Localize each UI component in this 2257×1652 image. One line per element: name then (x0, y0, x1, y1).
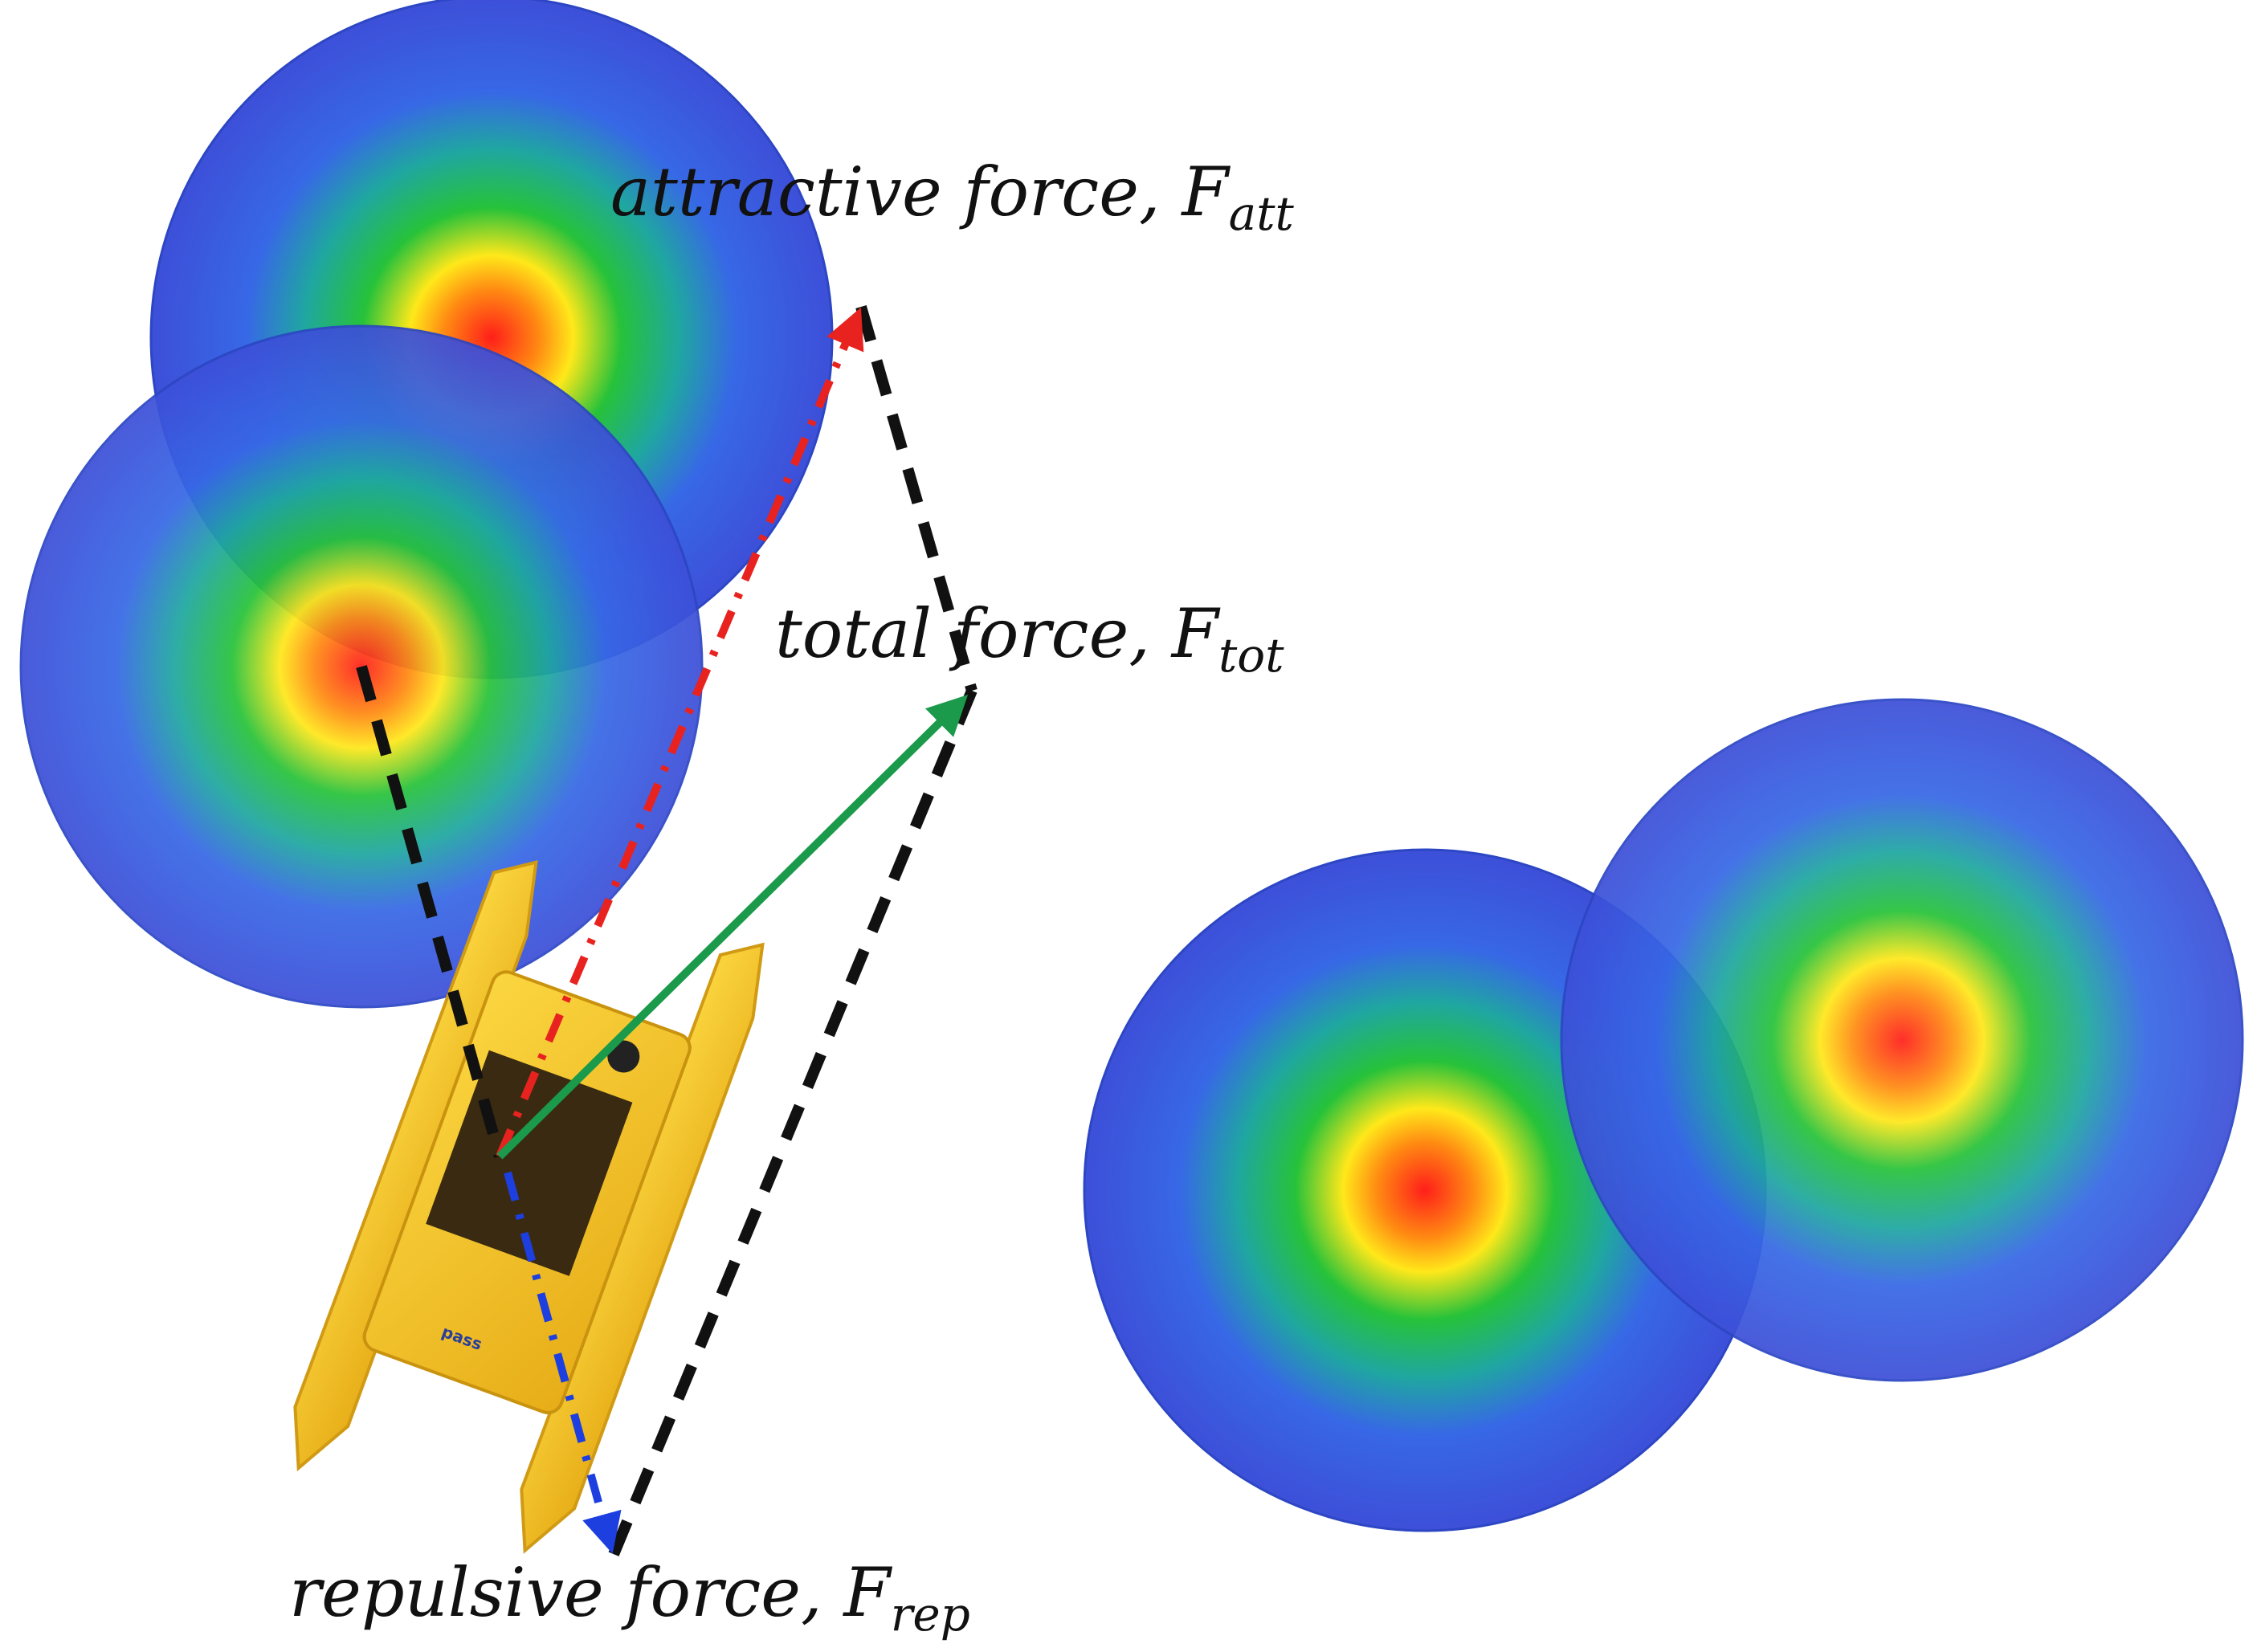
boat-sensor (607, 1040, 640, 1073)
repulsive-force-label-sub: rep (891, 1587, 970, 1642)
boat: pass (293, 860, 765, 1554)
parallelogram-right-top-line (855, 305, 977, 692)
boat-hatch (426, 1050, 633, 1276)
total-force-label: total force, Ftot (775, 594, 1284, 683)
total-force-arrow (496, 694, 969, 1160)
parallelogram-right-bottom-line (605, 688, 977, 1564)
repulsive-force-label: repulsive force, Frep (289, 1553, 970, 1642)
attractive-force-label-main: attractive force, F (610, 153, 1231, 231)
total-force-label-sub: tot (1218, 628, 1284, 683)
attractive-force-label-sub: att (1229, 186, 1295, 241)
repulsive-force-label-main: repulsive force, F (289, 1553, 892, 1632)
potential-field-right-top (1560, 698, 2244, 1382)
total-force-label-main: total force, F (775, 594, 1221, 673)
attractive-force-label: attractive force, Fatt (610, 153, 1295, 241)
boat-right-hull (520, 942, 765, 1554)
boat-left-hull (293, 860, 538, 1472)
obstacle-to-boat-line (356, 665, 505, 1158)
attractive-force-arrow (496, 307, 864, 1158)
repulsive-force-arrow (504, 1171, 622, 1554)
